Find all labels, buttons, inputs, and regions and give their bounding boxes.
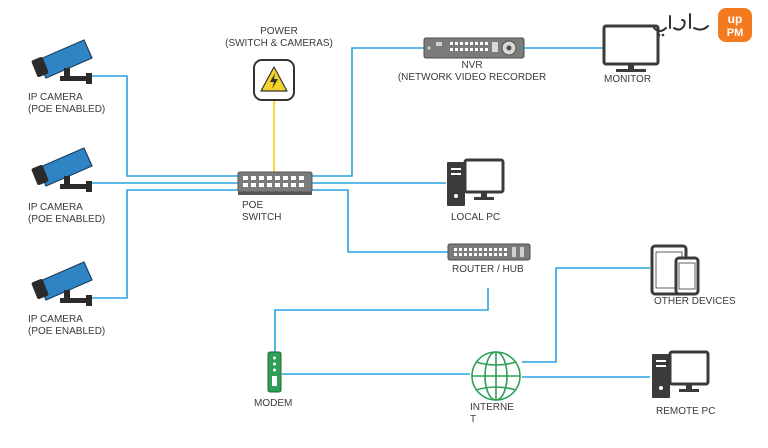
remote-pc-label: REMOTE PC (656, 406, 716, 417)
other-devices-icon (650, 244, 700, 296)
camera2-label: IP CAMERA(POE ENABLED) (28, 202, 106, 225)
nvr-label: NVR(NETWORK VIDEO RECORDER (397, 60, 547, 83)
modem-label: MODEM (254, 398, 293, 409)
monitor-icon (602, 24, 660, 72)
power-label: POWER(SWITCH & CAMERAS) (225, 26, 333, 49)
local-pc-label: LOCAL PC (451, 212, 501, 223)
remote-pc-icon (652, 350, 710, 398)
globe-icon (471, 351, 521, 401)
link-camera1-switch (92, 75, 238, 177)
nvr-icon (423, 37, 525, 59)
power-icon (253, 59, 295, 101)
link-router-modem (274, 288, 489, 355)
link-internet-otherdevices (522, 267, 650, 363)
other-devices-label: OTHER DEVICES (654, 296, 736, 307)
local-pc-icon (447, 158, 505, 206)
poe-switch-icon (237, 171, 313, 195)
pmup-logo: up PM (650, 4, 760, 46)
svg-text:up: up (728, 12, 743, 26)
pmup-logo-graphic: up PM (653, 8, 752, 42)
camera-icon-3 (31, 261, 93, 306)
monitor-label: MONITOR (604, 74, 652, 85)
camera3-label: IP CAMERA(POE ENABLED) (28, 314, 106, 337)
svg-text:PM: PM (727, 27, 744, 39)
connection-lines (92, 47, 650, 378)
router-hub-label: ROUTER / HUB (452, 264, 524, 275)
camera1-label: IP CAMERA(POE ENABLED) (28, 92, 106, 115)
link-switch-router (312, 189, 448, 253)
link-camera3-switch (92, 189, 238, 299)
router-hub-icon (447, 243, 531, 261)
modem-icon (267, 351, 282, 393)
camera-icon-1 (31, 39, 93, 84)
camera-icon-2 (31, 147, 93, 192)
link-switch-nvr (312, 47, 424, 177)
